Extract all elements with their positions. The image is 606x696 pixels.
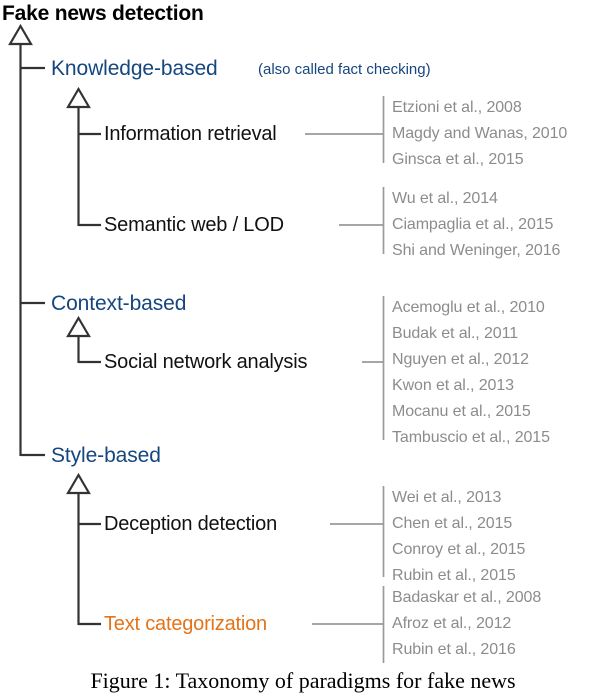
leaf-label-semantic-web-lod[interactable]: Semantic web / LOD — [104, 214, 284, 236]
citation-item: Mocanu et al., 2015 — [392, 403, 531, 420]
citation-item: Tambuscio et al., 2015 — [392, 429, 550, 446]
figure-caption: Figure 1: Taxonomy of paradigms for fake… — [90, 668, 516, 693]
citation-item: Budak et al., 2011 — [392, 325, 518, 342]
citation-item: Magdy and Wanas, 2010 — [392, 125, 568, 142]
leaf-label-text-categorization[interactable]: Text categorization — [104, 613, 267, 635]
arrowhead-root — [8, 23, 33, 46]
citation-item: Rubin et al., 2015 — [392, 567, 516, 584]
citation-item: Chen et al., 2015 — [392, 515, 513, 532]
figure-root-title: Fake news detection — [2, 2, 204, 25]
category-label-knowledge-based[interactable]: Knowledge-based — [51, 57, 218, 80]
category-label-style-based[interactable]: Style-based — [51, 444, 161, 467]
citation-item: Acemoglu et al., 2010 — [392, 299, 545, 316]
citation-item: Etzioni et al., 2008 — [392, 99, 522, 116]
citation-item: Shi and Weninger, 2016 — [392, 242, 561, 259]
citation-item: Afroz et al., 2012 — [392, 615, 512, 632]
arrowhead-context — [66, 315, 91, 338]
citation-item: Ginsca et al., 2015 — [392, 151, 524, 168]
citation-item: Kwon et al., 2013 — [392, 377, 514, 394]
citation-item: Conroy et al., 2015 — [392, 541, 526, 558]
citation-item: Rubin et al., 2016 — [392, 641, 516, 658]
citation-item: Ciampaglia et al., 2015 — [392, 216, 554, 233]
arrowhead-style — [66, 472, 91, 495]
leaf-label-social-network-analysis[interactable]: Social network analysis — [104, 351, 308, 373]
arrowhead-knowledge — [66, 86, 91, 109]
citation-item: Wei et al., 2013 — [392, 489, 502, 506]
leaf-label-information-retrieval[interactable]: Information retrieval — [104, 123, 277, 145]
leaf-label-deception-detection[interactable]: Deception detection — [104, 513, 277, 535]
citation-item: Badaskar et al., 2008 — [392, 589, 542, 606]
citation-item: Nguyen et al., 2012 — [392, 351, 529, 368]
category-label-context-based[interactable]: Context-based — [51, 292, 187, 315]
citation-item: Wu et al., 2014 — [392, 190, 498, 207]
category-note-knowledge-based: (also called fact checking) — [258, 61, 431, 78]
